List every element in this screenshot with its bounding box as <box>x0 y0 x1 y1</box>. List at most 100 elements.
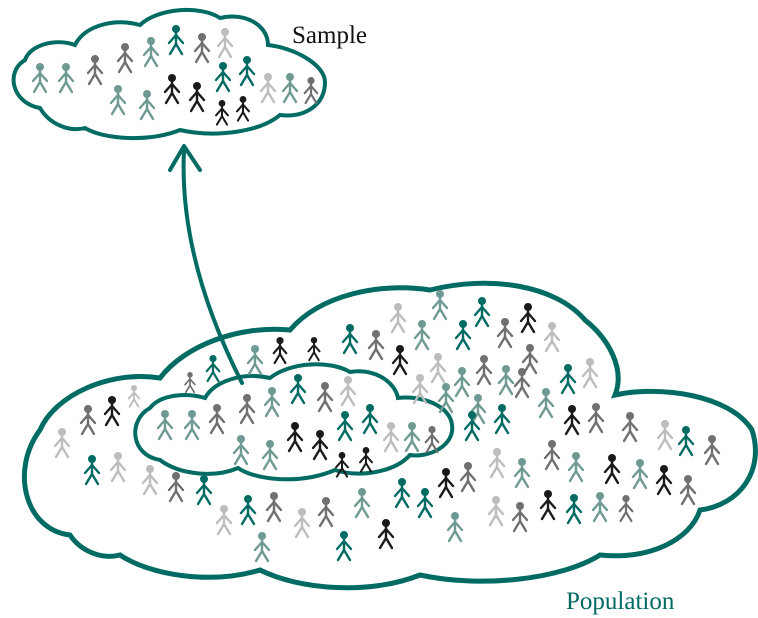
stick-person-icon <box>703 435 721 466</box>
stick-person-icon <box>677 426 695 457</box>
stick-person-icon <box>424 426 440 454</box>
stick-person-icon <box>656 420 674 451</box>
stick-person-icon <box>559 364 577 395</box>
stick-person-icon <box>493 404 511 435</box>
stick-person-icon <box>205 355 221 383</box>
stick-person-icon <box>543 440 561 471</box>
stick-person-icon <box>361 404 379 435</box>
stick-person-icon <box>389 303 407 334</box>
stick-person-icon <box>335 531 353 562</box>
stick-person-icon <box>127 385 141 408</box>
stick-person-icon <box>543 322 561 353</box>
stick-person-icon <box>367 330 385 361</box>
stick-person-icon <box>431 290 449 321</box>
stick-person-icon <box>411 374 429 405</box>
stick-person-icon <box>188 82 206 113</box>
stick-person-icon <box>359 447 373 473</box>
stick-person-icon <box>272 337 288 365</box>
population-label: Population <box>566 588 675 615</box>
stick-person-icon <box>289 374 307 405</box>
population-sample-region <box>133 362 455 482</box>
stick-person-icon <box>539 490 557 521</box>
stick-person-icon <box>382 422 400 453</box>
sample-cloud-people <box>31 25 319 126</box>
stick-person-icon <box>232 435 250 466</box>
stick-person-icon <box>317 497 335 528</box>
stick-person-icon <box>167 25 185 56</box>
stick-person-icon <box>459 462 477 493</box>
stick-person-icon <box>31 63 49 94</box>
stick-person-icon <box>519 303 537 334</box>
stick-person-icon <box>416 488 434 519</box>
sampling-arrow-shaft <box>181 148 244 385</box>
stick-person-icon <box>631 459 649 490</box>
stick-person-icon <box>239 495 257 526</box>
stick-person-icon <box>393 478 411 509</box>
stick-person-icon <box>335 452 349 478</box>
stick-person-icon <box>261 440 279 471</box>
stick-person-icon <box>475 355 493 386</box>
stick-person-icon <box>454 320 472 351</box>
stick-person-icon <box>497 365 515 396</box>
stick-person-icon <box>437 383 455 414</box>
stick-person-icon <box>86 55 104 86</box>
stick-person-icon <box>567 452 585 483</box>
stick-person-icon <box>488 448 506 479</box>
sample-label: Sample <box>292 22 367 49</box>
stick-person-icon <box>413 320 431 351</box>
stick-person-icon <box>286 422 304 453</box>
stick-person-icon <box>565 494 583 525</box>
stick-person-icon <box>591 492 609 523</box>
stick-person-icon <box>156 410 174 441</box>
stick-person-icon <box>163 74 181 105</box>
stick-person-icon <box>193 33 211 64</box>
population-people <box>53 290 721 563</box>
stick-person-icon <box>238 56 256 87</box>
stick-person-icon <box>521 344 539 375</box>
stick-person-icon <box>53 428 71 459</box>
stick-person-icon <box>377 519 395 550</box>
stick-person-icon <box>621 412 639 443</box>
stick-person-icon <box>238 394 256 425</box>
stick-person-icon <box>195 475 213 506</box>
stick-person-icon <box>511 502 529 533</box>
stick-person-icon <box>57 63 75 94</box>
stick-person-icon <box>167 472 185 503</box>
stick-person-icon <box>79 405 97 436</box>
stick-person-icon <box>463 411 481 442</box>
stick-person-icon <box>587 403 605 434</box>
stick-person-icon <box>429 353 447 384</box>
stick-person-icon <box>141 465 159 496</box>
stick-person-icon <box>103 396 121 427</box>
population-sample-region-people <box>156 374 440 478</box>
stick-person-icon <box>293 508 311 539</box>
stick-person-icon <box>679 475 697 506</box>
stick-person-icon <box>446 512 464 543</box>
stick-person-icon <box>214 62 232 93</box>
stick-person-icon <box>246 345 264 376</box>
stick-person-icon <box>311 430 329 461</box>
stick-person-icon <box>116 43 134 74</box>
stick-person-icon <box>83 455 101 486</box>
stick-person-icon <box>537 388 555 419</box>
stick-person-icon <box>138 90 156 121</box>
sample-cloud <box>11 7 328 141</box>
stick-person-icon <box>339 376 357 407</box>
stick-person-icon <box>437 468 455 499</box>
stick-person-icon <box>263 387 281 418</box>
stick-person-icon <box>496 318 514 349</box>
stick-person-icon <box>603 454 621 485</box>
stick-person-icon <box>473 297 491 328</box>
stick-person-icon <box>183 410 201 441</box>
stick-person-icon <box>403 422 421 453</box>
stick-person-icon <box>453 367 471 398</box>
stick-person-icon <box>563 405 581 436</box>
stick-person-icon <box>253 532 271 563</box>
stick-person-icon <box>109 85 127 116</box>
stick-person-icon <box>281 73 299 104</box>
stick-person-icon <box>109 452 127 483</box>
stick-person-icon <box>259 73 277 104</box>
stick-person-icon <box>142 37 160 68</box>
stick-person-icon <box>265 492 283 523</box>
